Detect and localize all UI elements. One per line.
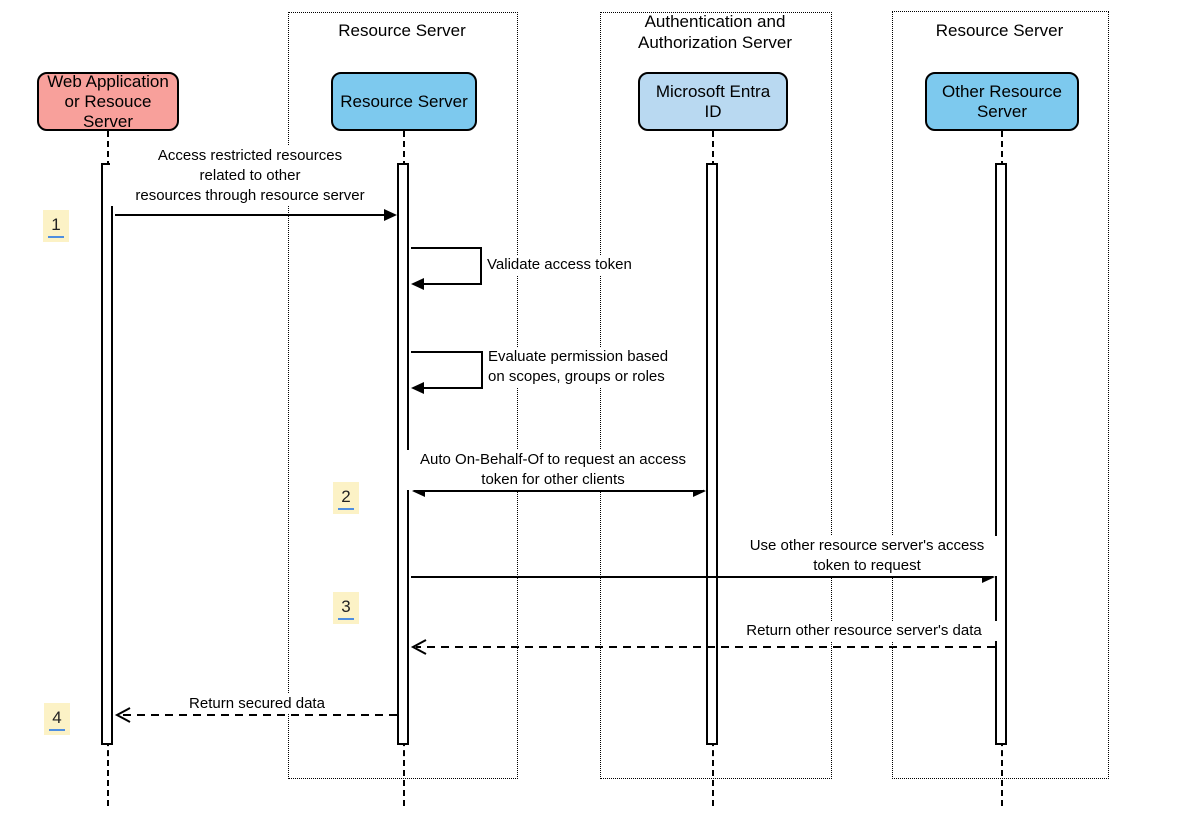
activation-other-resource-server	[995, 163, 1007, 745]
step-badge-4: 4	[44, 703, 70, 735]
arrow-return-other	[410, 639, 995, 655]
message-return-secured: Return secured data	[157, 694, 357, 714]
actor-label-entra-id: Microsoft Entra ID	[655, 81, 771, 121]
actor-resource-server: Resource Server	[331, 72, 477, 131]
arrow-validate-self-loop	[411, 247, 482, 290]
step-badge-3: 3	[333, 592, 359, 624]
actor-web-application: Web Application or Resouce Server	[37, 72, 179, 131]
message-access-restricted: Access restricted resources related to o…	[110, 146, 390, 206]
container-label-resource-server-left: Resource Server	[338, 21, 466, 40]
message-validate: Validate access token	[487, 255, 657, 275]
step-badge-1: 1	[43, 210, 69, 242]
actor-entra-id: Microsoft Entra ID	[638, 72, 788, 131]
actor-label-other-resource-server: Other Resource Server	[942, 81, 1062, 121]
actor-other-resource-server: Other Resource Server	[925, 72, 1079, 131]
container-label-resource-server-right: Resource Server	[935, 21, 1064, 40]
activation-entra-id	[706, 163, 718, 745]
step-badge-2: 2	[333, 482, 359, 514]
arrow-return-secured	[114, 707, 397, 723]
actor-label-web-application: Web Application or Resouce Server	[47, 71, 169, 131]
message-obo: Auto On-Behalf-Of to request an access t…	[403, 450, 703, 490]
message-return-other: Return other resource server's data	[725, 621, 1003, 641]
container-auth-server	[600, 12, 832, 779]
container-label-auth-server: Authentication and Authorization Server	[637, 12, 793, 52]
arrow-evaluate-self-loop	[411, 351, 483, 394]
arrow-access-restricted	[115, 209, 397, 221]
message-use-token: Use other resource server's access token…	[736, 536, 998, 576]
container-resource-server-right	[892, 11, 1109, 779]
activation-web-application	[101, 163, 113, 745]
message-evaluate: Evaluate permission based on scopes, gro…	[488, 347, 688, 387]
actor-label-resource-server: Resource Server	[340, 91, 468, 111]
